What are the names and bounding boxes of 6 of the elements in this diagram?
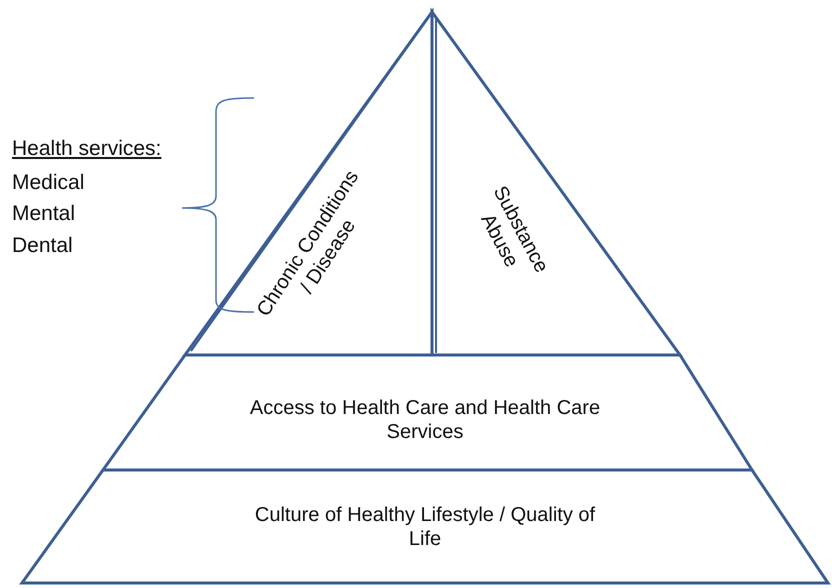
list-item: Dental (12, 233, 73, 259)
list-item: Mental (12, 201, 76, 227)
list-heading: Health services: (12, 136, 162, 162)
section-label: Culture of Healthy Lifestyle / Quality of Life (254, 503, 596, 552)
section-label: Access to Health Care and Health Care Services (248, 396, 602, 445)
list-item: Medical (12, 170, 84, 196)
